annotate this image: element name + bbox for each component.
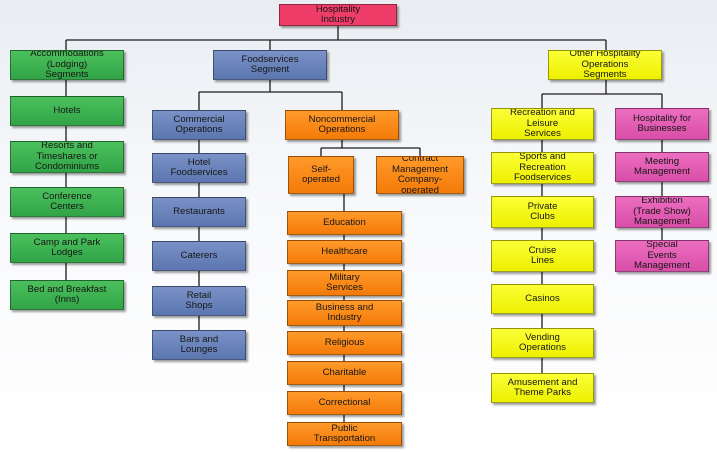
node-vending-operations: Vending Operations	[491, 328, 594, 358]
node-business-industry: Business and Industry	[287, 300, 402, 326]
node-healthcare: Healthcare	[287, 240, 402, 264]
node-self-operated: Self- operated	[288, 156, 354, 194]
node-restaurants: Restaurants	[152, 197, 246, 227]
node-bed-and-breakfast: Bed and Breakfast (Inns)	[10, 280, 124, 310]
node-noncommercial-operations: Noncommercial Operations	[285, 110, 399, 140]
node-charitable: Charitable	[287, 361, 402, 385]
node-conference-centers: Conference Centers	[10, 187, 124, 217]
node-foodservices-segment: Foodservices Segment	[213, 50, 327, 80]
node-hospitality-industry: Hospitality Industry	[279, 4, 397, 26]
node-commercial-operations: Commercial Operations	[152, 110, 246, 140]
node-military-services: Military Services	[287, 270, 402, 296]
node-amusement-theme-parks: Amusement and Theme Parks	[491, 373, 594, 403]
node-education: Education	[287, 211, 402, 235]
node-private-clubs: Private Clubs	[491, 196, 594, 228]
node-bars-lounges: Bars and Lounges	[152, 330, 246, 360]
node-retail-shops: Retail Shops	[152, 286, 246, 316]
node-cruise-lines: Cruise Lines	[491, 240, 594, 272]
node-resorts-timeshares: Resorts and Timeshares or Condominiums	[10, 141, 124, 173]
node-public-transportation: Public Transportation	[287, 422, 402, 446]
node-exhibition-management: Exhibition (Trade Show) Management	[615, 196, 709, 228]
node-camp-park-lodges: Camp and Park Lodges	[10, 233, 124, 263]
node-correctional: Correctional	[287, 391, 402, 415]
node-meeting-management: Meeting Management	[615, 152, 709, 182]
node-sports-recreation-foodservices: Sports and Recreation Foodservices	[491, 152, 594, 184]
node-casinos: Casinos	[491, 284, 594, 314]
node-special-events-management: Special Events Management	[615, 240, 709, 272]
node-hospitality-for-businesses: Hospitality for Businesses	[615, 108, 709, 140]
node-accommodations-segments: Accommodations (Lodging) Segments	[10, 50, 124, 80]
node-recreation-leisure: Recreation and Leisure Services	[491, 108, 594, 140]
node-religious: Religious	[287, 331, 402, 355]
node-hotels: Hotels	[10, 96, 124, 126]
node-caterers: Caterers	[152, 241, 246, 271]
node-other-hospitality-segments: Other Hospitality Operations Segments	[548, 50, 662, 80]
node-contract-management: Contract Management Company- operated	[376, 156, 464, 194]
node-hotel-foodservices: Hotel Foodservices	[152, 153, 246, 183]
